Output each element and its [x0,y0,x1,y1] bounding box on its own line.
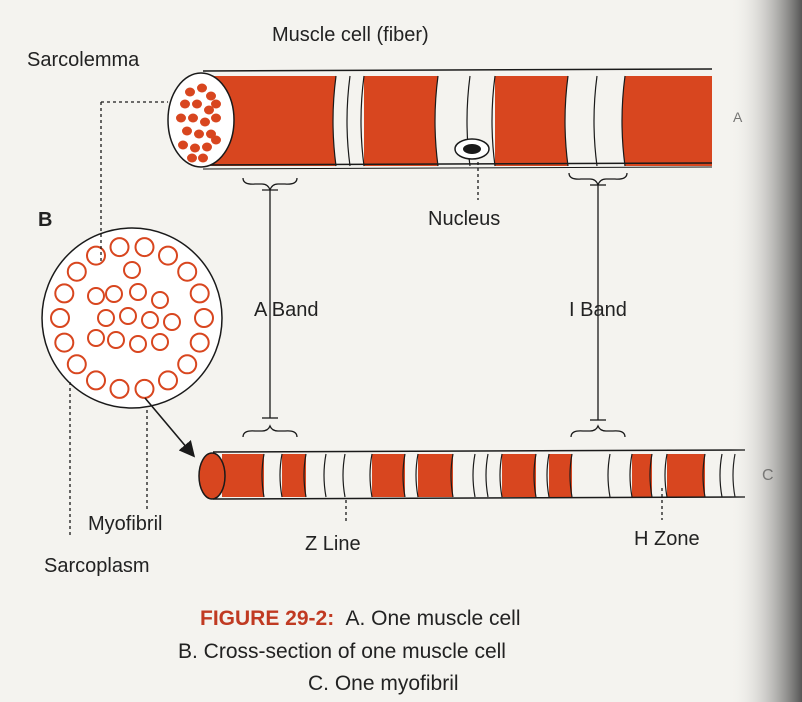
fiber-myofibril-dot [190,144,200,153]
panel-c-marker: C [762,467,774,484]
myofibril-bands [222,454,705,497]
nucleus [455,139,489,159]
fiber-myofibril-dot [197,84,207,93]
muscle-cell-label: Muscle cell (fiber) [272,24,429,46]
myofibril-bottom-edge [213,497,745,499]
z-line-label: Z Line [305,533,361,555]
fiber-myofibril-dot [202,143,212,152]
myofibril-end-cap [199,453,225,499]
panel-b-label: B [38,209,52,231]
fiber-myofibril-dot [206,92,216,101]
fiber-myofibril-dot [187,154,197,163]
i-band-label: I Band [569,299,627,321]
panel-a-marker: A [733,109,743,125]
myofibril-label: Myofibril [88,513,162,535]
fiber-myofibril-dot [211,100,221,109]
fiber-myofibril-dot [211,114,221,123]
fiber-myofibril-dot [185,88,195,97]
fiber-bottom-edge-lower [203,167,712,169]
figure-number: FIGURE 29-2: [200,607,334,630]
myofibril-band-borders [262,454,735,497]
caption-line-3: C. One myofibril [308,672,459,695]
connector-arrow [145,398,193,455]
fiber-myofibril-dot [176,114,186,123]
fiber-myofibril-dot [192,100,202,109]
fiber-myofibril-dot [188,114,198,123]
caption-line-1: A. One muscle cell [345,607,520,630]
fiber-myofibril-dot [200,118,210,127]
svg-text:FIGURE 29-2: A. One musc: FIGURE 29-2: A. One muscle cell [200,606,521,630]
figure-caption: FIGURE 29-2: A. One muscle cell B. Cross… [178,606,521,695]
myofibril-top-edge [213,450,745,452]
sarcolemma-label: Sarcolemma [27,49,140,71]
cross-section [42,228,222,408]
caption-line-2: B. Cross-section of one muscle cell [178,640,506,663]
myofibril [199,450,745,499]
h-zone-label: H Zone [634,528,700,550]
fiber-myofibril-dot [194,130,204,139]
fiber-myofibril-dot [178,141,188,150]
nucleus-label: Nucleus [428,208,500,230]
fiber-myofibril-dot [180,100,190,109]
sarcoplasm-label: Sarcoplasm [44,555,150,577]
fiber-myofibril-dot [211,136,221,145]
fiber-myofibril-dot [198,154,208,163]
page-edge-shadow [730,0,802,702]
fiber-top-edge [203,69,712,71]
muscle-fiber [168,69,712,169]
a-band-label: A Band [254,299,319,321]
fiber-myofibril-dot [182,127,192,136]
